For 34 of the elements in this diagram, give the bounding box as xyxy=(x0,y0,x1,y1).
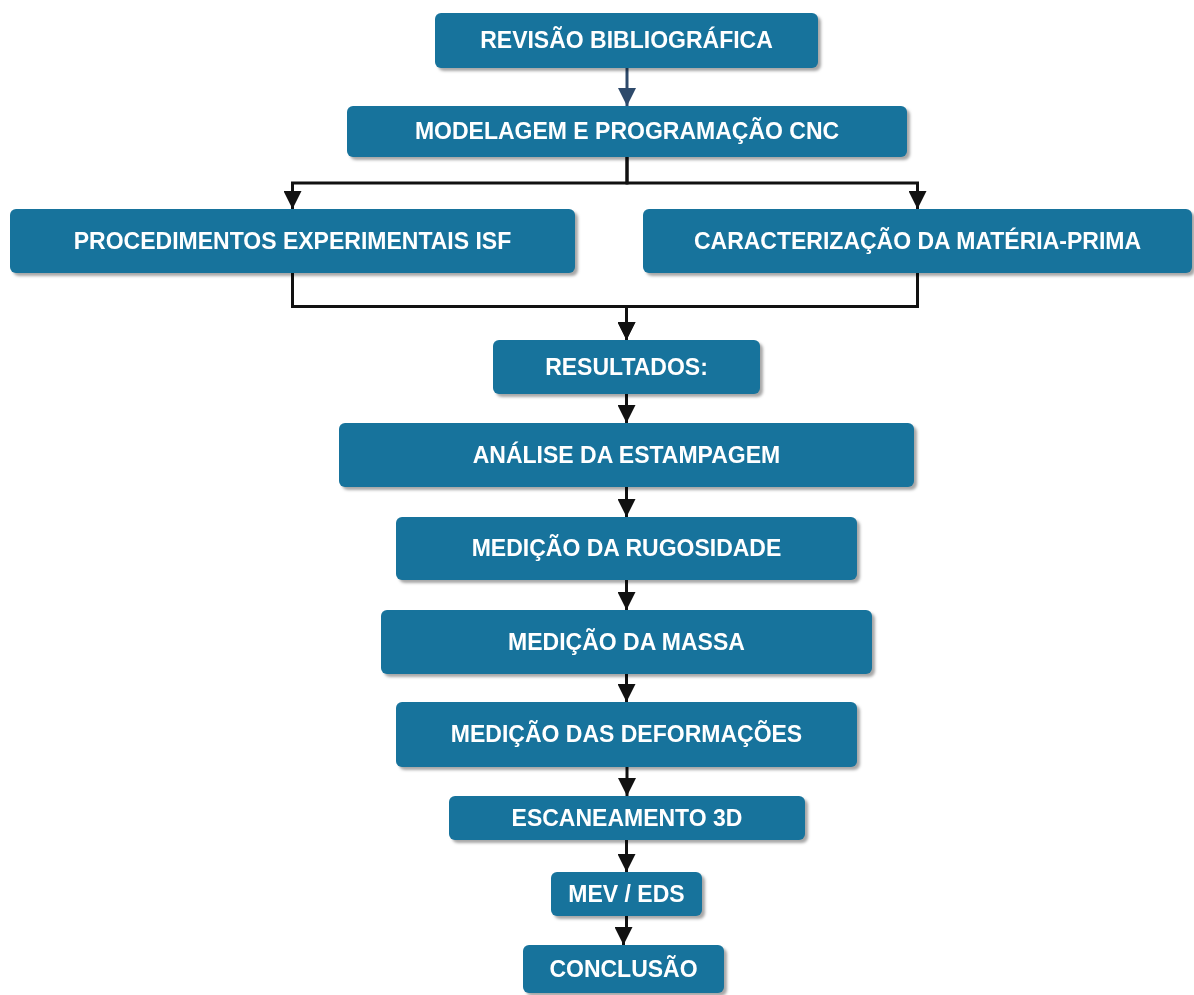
arrow xyxy=(617,674,636,702)
box-label: RESULTADOS: xyxy=(545,352,708,382)
arrow xyxy=(625,157,927,209)
arrow xyxy=(617,580,636,610)
box-label: MEV / EDS xyxy=(568,879,685,909)
process-box xyxy=(10,209,575,273)
process-box xyxy=(347,106,907,157)
box-label: PROCEDIMENTOS EXPERIMENTAIS ISF xyxy=(73,226,512,256)
process-box xyxy=(396,702,857,767)
arrow xyxy=(617,394,636,423)
arrow xyxy=(618,767,636,796)
arrow xyxy=(617,273,919,340)
process-box xyxy=(643,209,1192,273)
process-box xyxy=(396,517,857,580)
process-box xyxy=(435,13,818,68)
arrow xyxy=(617,840,636,872)
box-label: REVISÃO BIBLIOGRÁFICA xyxy=(480,26,773,55)
arrow xyxy=(617,487,636,517)
process-box xyxy=(493,340,760,394)
process-box xyxy=(449,796,805,840)
box-label: ESCANEAMENTO 3D xyxy=(511,803,743,833)
box-label: MEDIÇÃO DAS DEFORMAÇÕES xyxy=(450,720,803,749)
process-box xyxy=(381,610,872,674)
process-box xyxy=(551,872,702,916)
box-label: ANÁLISE DA ESTAMPAGEM xyxy=(472,440,781,470)
box-label: CONCLUSÃO xyxy=(549,954,698,984)
box-label: MEDIÇÃO DA MASSA xyxy=(508,627,745,657)
box-label: CARACTERIZAÇÃO DA MATÉRIA-PRIMA xyxy=(693,226,1142,256)
arrow xyxy=(618,68,636,106)
box-label: MODELAGEM E PROGRAMAÇÃO CNC xyxy=(414,117,840,146)
box-label: MEDIÇÃO DA RUGOSIDADE xyxy=(471,534,782,563)
process-box xyxy=(523,945,724,993)
process-box xyxy=(339,423,914,487)
arrow xyxy=(614,916,633,945)
